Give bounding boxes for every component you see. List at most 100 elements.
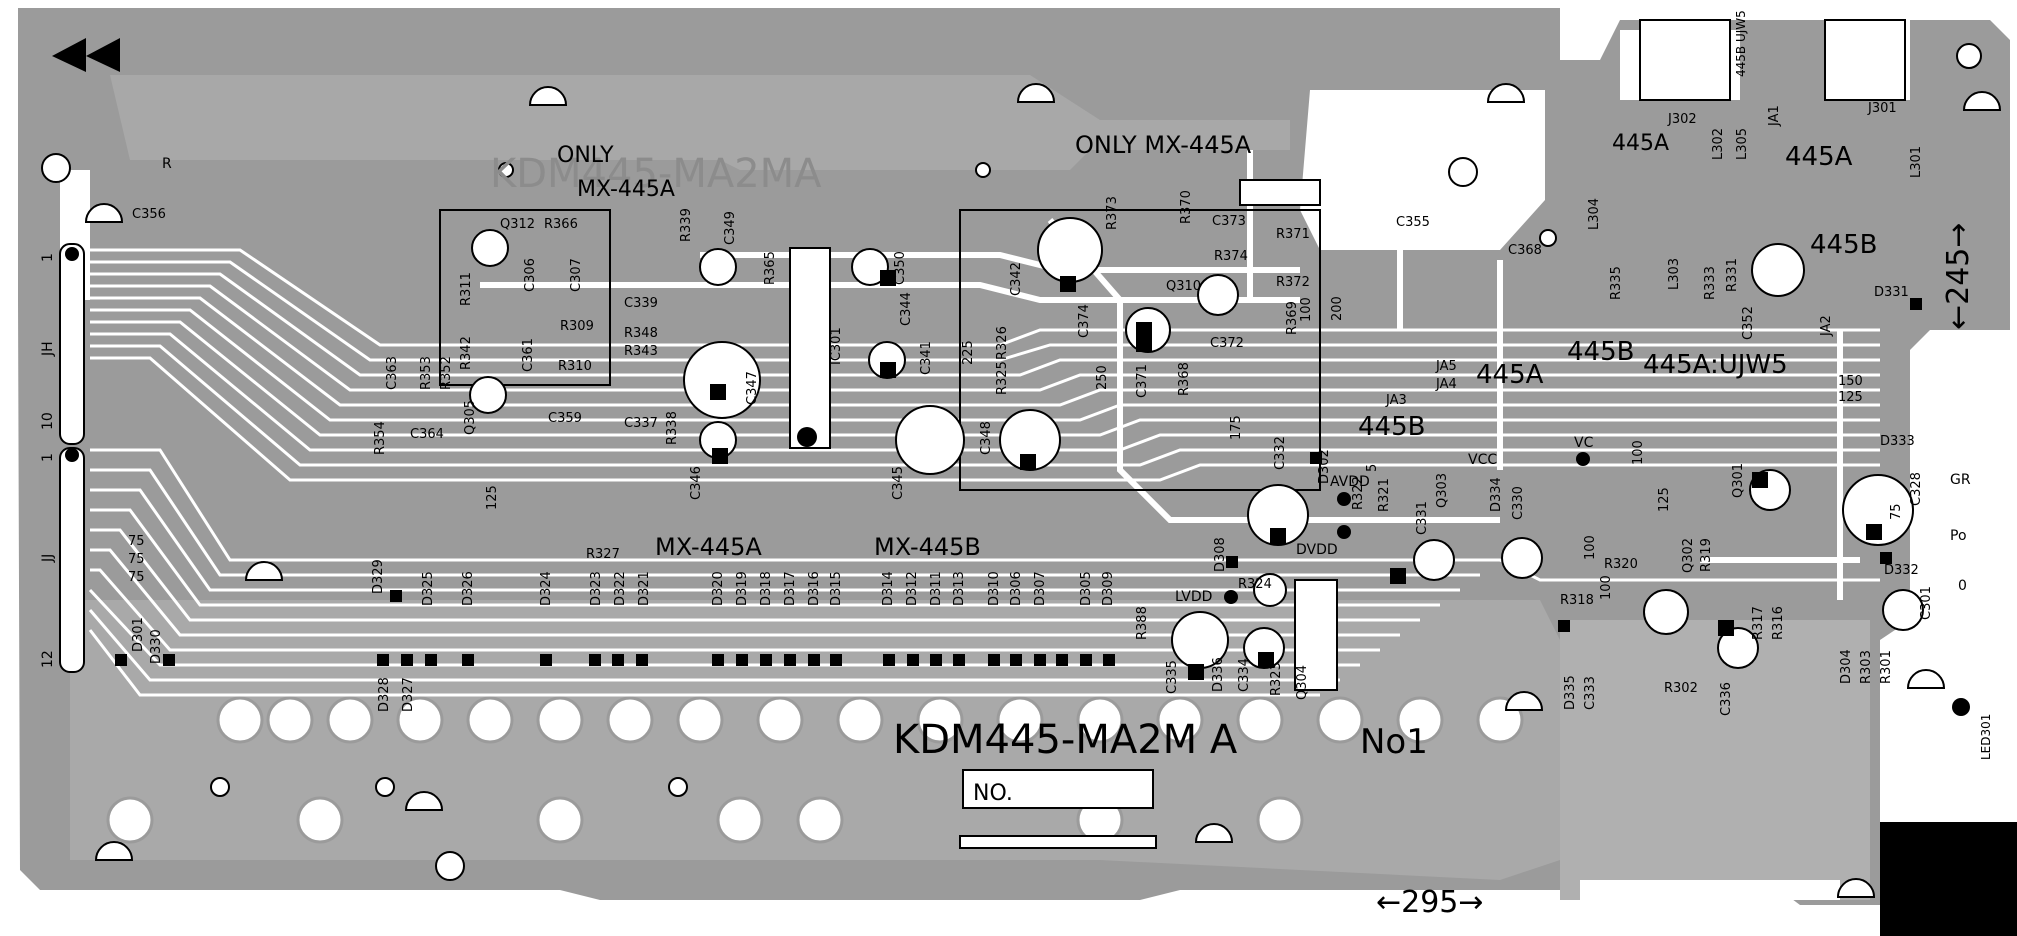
component-label-ja4: JA4 [1435, 377, 1457, 392]
component-label-d313: D313 [952, 571, 967, 606]
component-label-r365: R365 [763, 251, 778, 285]
component-label-r343: R343 [624, 344, 658, 359]
value-label: 175 [1229, 415, 1244, 440]
component-label-q312: Q312 [500, 217, 535, 232]
component-label-d331: D331 [1874, 285, 1909, 300]
component-label-r331: R331 [1725, 258, 1740, 292]
component-label-c346: C346 [689, 466, 704, 500]
component-label-r342: R342 [459, 336, 474, 370]
value-label: 5 [1365, 464, 1380, 472]
component-label-d319: D319 [735, 571, 750, 606]
component-label-c301: C301 [1919, 586, 1934, 620]
component-label-c349: C349 [723, 211, 738, 245]
component-label-l305: L305 [1735, 128, 1750, 160]
component-label-c373: C373 [1212, 214, 1246, 229]
variant-445a-3: 445A [1476, 360, 1544, 390]
component-label-c306: C306 [523, 258, 538, 292]
component-label-r324: R324 [1238, 577, 1272, 592]
component-label-c332: C332 [1273, 436, 1288, 470]
ic301-outline [789, 247, 831, 449]
only-label-top: ONLY MX-445A [1075, 131, 1252, 159]
component-label-d332: D332 [1884, 563, 1919, 578]
component-label-d305: D305 [1079, 571, 1094, 606]
component-label-ic301: IC301 [829, 327, 844, 365]
component-label-r369: R369 [1285, 301, 1300, 335]
component-label-d328: D328 [377, 677, 392, 712]
component-label-q310: Q310 [1166, 279, 1201, 294]
thick-traces [480, 150, 1860, 600]
lvdd-label: LVDD [1175, 589, 1212, 605]
component-label-l301: L301 [1909, 146, 1924, 178]
component-label-r326: R326 [995, 326, 1010, 360]
connector-jh [59, 243, 85, 445]
component-label-r302: R302 [1664, 681, 1698, 696]
component-label-c334: C334 [1237, 658, 1252, 692]
component-label-r317: R317 [1751, 606, 1766, 640]
value-label: 100 [1299, 297, 1314, 322]
component-label-c344: C344 [899, 292, 914, 326]
component-label-d307: D307 [1033, 571, 1048, 606]
component-label-j301: J301 [1867, 101, 1897, 116]
ghost-part-number: KDM445-MA2MA [490, 151, 822, 197]
only-label-left-1: ONLY [557, 143, 614, 168]
component-label-q302: Q302 [1681, 538, 1696, 573]
component-label-r368: R368 [1177, 362, 1192, 396]
component-label-r316: R316 [1771, 606, 1786, 640]
component-label-c355: C355 [1396, 215, 1430, 230]
component-label-d323: D323 [589, 571, 604, 606]
jj-label: JJ [40, 554, 56, 563]
component-label-c350: C350 [893, 251, 908, 285]
r-mark: R [162, 156, 172, 172]
component-label-d315: D315 [829, 571, 844, 606]
component-label-d312: D312 [905, 571, 920, 606]
component-label-d309: D309 [1101, 571, 1116, 606]
component-label-c371: C371 [1135, 364, 1150, 398]
component-label-d301: D301 [131, 617, 146, 652]
component-label-r319: R319 [1699, 538, 1714, 572]
connectors [59, 19, 1906, 809]
value-label: 75 [128, 534, 145, 549]
value-label: 100 [1631, 440, 1646, 465]
transistors [469, 217, 1924, 669]
component-label-c307: C307 [569, 258, 584, 292]
component-label-d310: D310 [987, 571, 1002, 606]
value-label: 100 [1583, 535, 1598, 560]
component-label-q305: Q305 [463, 400, 478, 435]
component-label-d311: D311 [929, 571, 944, 606]
component-label-d333: D333 [1880, 434, 1915, 449]
component-label-ja5: JA5 [1435, 359, 1457, 374]
component-label-c352: C352 [1741, 306, 1756, 340]
jh-pin-1: 1 [40, 253, 56, 262]
dimension-295: ←295→ [1376, 885, 1484, 920]
component-label-r373: R373 [1105, 196, 1120, 230]
component-label-r303: R303 [1859, 650, 1874, 684]
component-label-c372: C372 [1210, 336, 1244, 351]
only-label-left-2: MX-445A [577, 177, 675, 202]
mx445a-label: MX-445A [655, 533, 762, 561]
connector-jj [59, 447, 85, 673]
no-box-label: NO. [973, 781, 1013, 806]
value-label: 75 [128, 552, 145, 567]
component-label-c331: C331 [1415, 501, 1430, 535]
component-label-r323: R323 [1269, 662, 1284, 696]
component-label-d334: D334 [1489, 477, 1504, 512]
component-label-r310: R310 [558, 359, 592, 374]
component-label-c347: C347 [745, 371, 760, 405]
component-label-r325: R325 [995, 361, 1010, 395]
jj-pin-1: 1 [40, 453, 56, 462]
component-label-r320: R320 [1604, 557, 1638, 572]
board-part-number: KDM445-MA2M A [893, 717, 1238, 763]
component-label-r335: R335 [1609, 266, 1624, 300]
value-label: 75 [128, 570, 145, 585]
led301-label: LED301 [1979, 714, 1993, 760]
jh-pin-10: 10 [40, 412, 56, 430]
dimension-245: ←245→ [1941, 222, 1976, 330]
value-label: 100 [1599, 575, 1614, 600]
component-label-c345: C345 [891, 466, 906, 500]
component-label-c341: C341 [919, 341, 934, 375]
component-label-r321: R321 [1377, 478, 1392, 512]
variant-445b-2: 445B [1567, 337, 1634, 367]
value-label: 125 [1838, 390, 1863, 405]
variant-445b-1: 445B [1810, 230, 1877, 260]
